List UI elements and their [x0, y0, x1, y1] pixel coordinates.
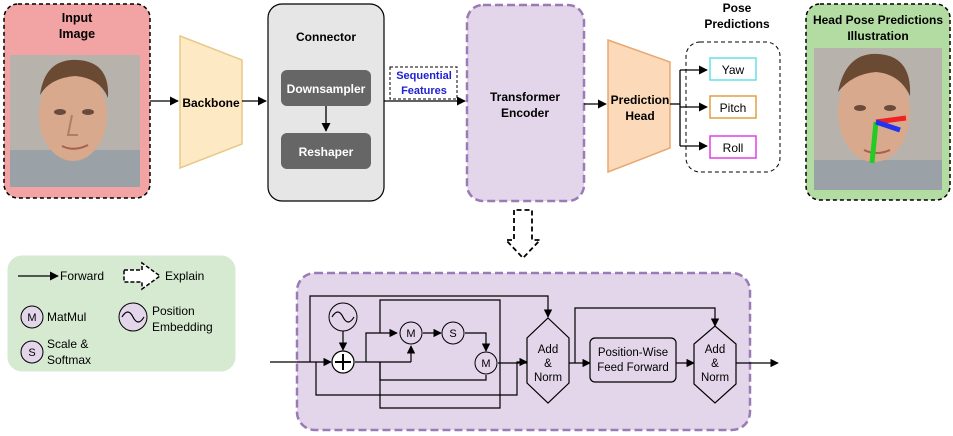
- input-title-line2: Image: [59, 27, 95, 41]
- legend-softmax-line2: Softmax: [47, 353, 91, 367]
- legend-sine-icon: [121, 311, 145, 323]
- add-norm-1-line3: Norm: [534, 372, 562, 384]
- backbone-block: Backbone: [179, 34, 243, 170]
- softmax-node: [441, 321, 465, 345]
- feed-forward-block: [589, 337, 677, 383]
- add-norm-2-line3: Norm: [701, 372, 729, 384]
- add-norm-1: [526, 317, 570, 404]
- pose-title-line2: Predictions: [704, 17, 770, 31]
- add-norm-1-line1: Add: [538, 344, 558, 356]
- explain-arrow: [503, 209, 543, 260]
- reshaper-label: Reshaper: [299, 145, 354, 159]
- roll-label: Roll: [723, 141, 744, 155]
- matmul-node-1-label: M: [406, 328, 415, 340]
- yaw-label: Yaw: [722, 63, 745, 77]
- ffn-line2: Feed Forward: [597, 362, 669, 374]
- input-image-panel: Input Image: [3, 3, 151, 199]
- matmul-node-1: [399, 321, 423, 345]
- add-norm-2-line1: Add: [705, 344, 725, 356]
- encoder-detail-panel: M S M Add & Norm Position-Wise Feed Forw…: [270, 271, 779, 432]
- legend-position-line2: Embedding: [152, 320, 213, 334]
- add-norm-2-line2: &: [711, 358, 719, 370]
- head-line1: Prediction: [611, 93, 670, 107]
- matmul-node-2-label: M: [481, 358, 490, 370]
- transformer-encoder-block: Transformer Encoder: [465, 3, 586, 203]
- sequential-line2: Features: [401, 85, 447, 97]
- legend-forward: Forward: [60, 269, 104, 283]
- legend-softmax-line1: Scale &: [47, 337, 88, 351]
- downsampler-label: Downsampler: [287, 82, 366, 96]
- sequential-features-label: Sequential Features: [389, 66, 458, 100]
- sequential-line1: Sequential: [396, 70, 452, 82]
- pose-predictions-group: Pose Predictions Yaw Pitch Roll: [685, 1, 781, 173]
- pose-axis-green: [869, 121, 879, 164]
- legend-m-symbol: M: [27, 312, 36, 324]
- connector-block: Connector Downsampler Reshaper: [267, 3, 385, 202]
- pipeline-arrows: [150, 65, 708, 151]
- legend-s-symbol: S: [28, 347, 35, 359]
- input-face-photo: [10, 55, 140, 187]
- matmul-node-2: [474, 351, 498, 375]
- illustration-title-line1: Head Pose Predictions: [813, 13, 943, 27]
- add-norm-2: [693, 325, 737, 404]
- pose-axis-blue: [875, 119, 901, 133]
- ffn-line1: Position-Wise: [598, 347, 668, 359]
- backbone-label: Backbone: [182, 96, 240, 110]
- legend-panel: Forward Explain M MatMul Position Embedd…: [7, 255, 236, 372]
- legend-explain: Explain: [165, 269, 204, 283]
- connector-title: Connector: [296, 30, 356, 44]
- softmax-node-label: S: [449, 328, 456, 340]
- head-line2: Head: [625, 109, 654, 123]
- add-norm-1-line2: &: [544, 358, 552, 370]
- illustration-panel: Head Pose Predictions Illustration: [805, 3, 951, 201]
- illustration-face-photo: [814, 48, 942, 190]
- illustration-title-line2: Illustration: [847, 29, 908, 43]
- prediction-head-block: Prediction Head: [607, 38, 671, 174]
- pitch-label: Pitch: [720, 101, 747, 115]
- legend-position-line1: Position: [152, 304, 195, 318]
- encoder-line1: Transformer: [490, 90, 560, 104]
- detail-arrows: [270, 295, 779, 409]
- input-title-line1: Input: [62, 11, 93, 25]
- sine-wave-icon: [331, 311, 355, 323]
- legend-matmul: MatMul: [47, 310, 86, 324]
- pose-title-line1: Pose: [723, 1, 752, 15]
- encoder-line2: Encoder: [501, 106, 549, 120]
